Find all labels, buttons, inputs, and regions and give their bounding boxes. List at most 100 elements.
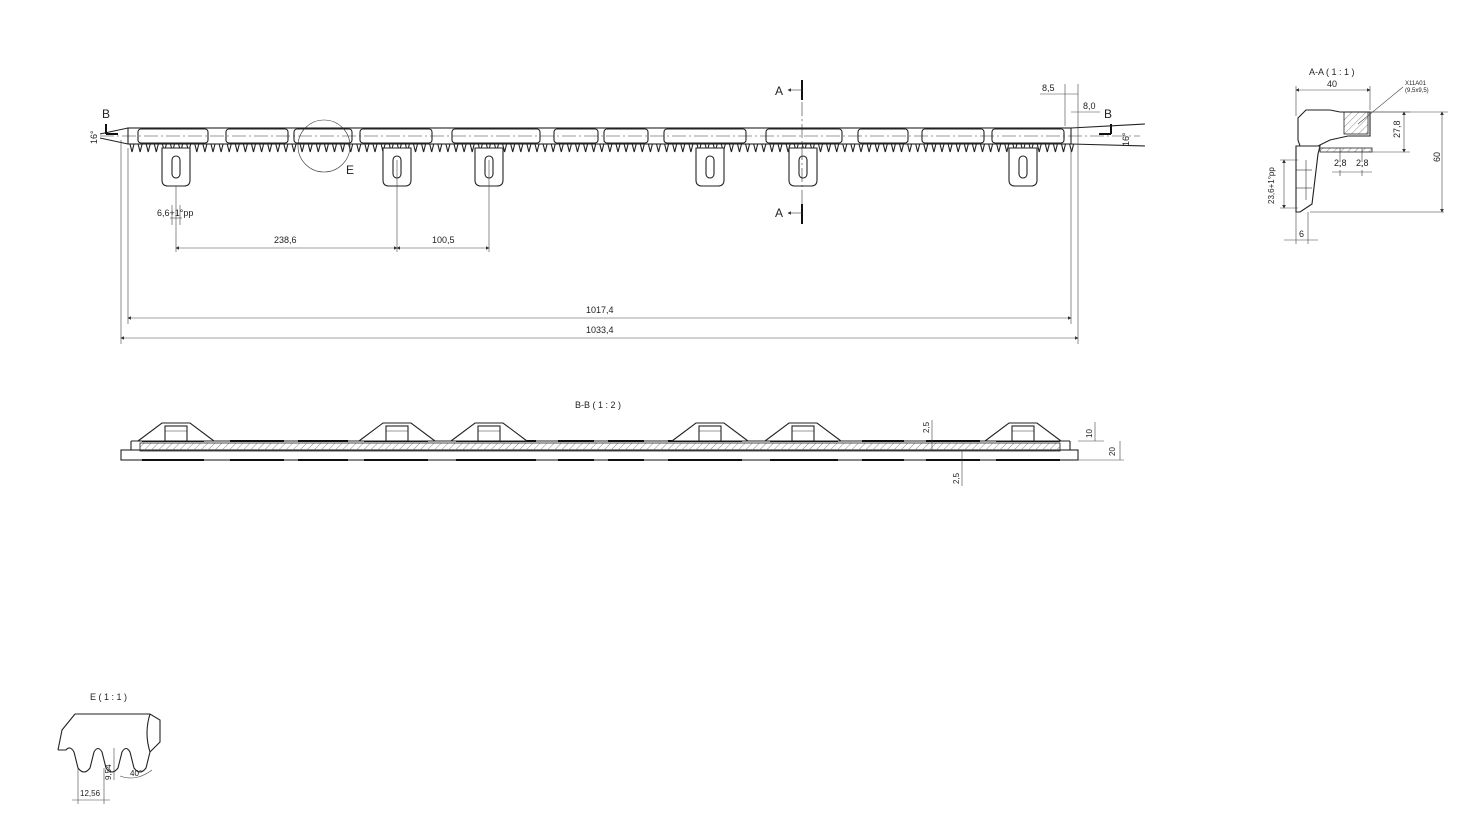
rack-segments — [137, 128, 1065, 144]
main-view: B B 16° 16° A A E 6,6+1°pp — [89, 80, 1146, 344]
bb-tab-body — [449, 422, 529, 442]
bb-height-inner-dim: 10 — [1085, 429, 1094, 438]
rack-segment — [137, 128, 209, 144]
bb-tab — [670, 422, 750, 442]
section-b-left: B — [102, 107, 118, 135]
bb-tab-body — [983, 422, 1063, 442]
rack-segment — [293, 128, 353, 144]
mounting-tab — [788, 147, 818, 187]
bb-tab-window — [791, 425, 815, 442]
section-aa-title: A-A ( 1 : 1 ) — [1309, 67, 1355, 77]
bb-tab-window — [164, 425, 188, 442]
rack-segment — [921, 128, 985, 144]
section-b-right-label: B — [1104, 107, 1112, 121]
mounting-tab — [695, 147, 725, 187]
right-offset-2-dim: 8,0 — [1083, 101, 1096, 111]
bb-tab-window — [698, 425, 722, 442]
left-taper — [99, 127, 129, 145]
section-b-left-label: B — [102, 107, 110, 121]
mounting-tab-slot — [798, 155, 808, 179]
mounting-tabs — [161, 147, 1038, 187]
bb-tab-body — [136, 422, 216, 442]
bb-bottom-wall-dim: 2,5 — [952, 472, 961, 484]
section-bb-title: B-B ( 1 : 2 ) — [575, 400, 621, 410]
rack-segment — [991, 128, 1065, 144]
bb-tab-window — [477, 425, 501, 442]
aa-width-dim: 40 — [1327, 79, 1337, 89]
angle-left-label: 16° — [89, 130, 99, 144]
bb-top-wall-dim: 2,5 — [922, 421, 931, 433]
aa-slot-a-dim: 2,8 — [1334, 158, 1347, 168]
aa-height-total-dim: 60 — [1432, 152, 1442, 162]
mounting-tab-body — [1008, 147, 1038, 187]
rack-body — [127, 127, 1072, 145]
detail-e-body — [57, 713, 161, 753]
angle-right-label: 16° — [1121, 132, 1131, 146]
bb-tab-body — [357, 422, 437, 442]
main-dimensions: 6,6+1°pp 238,6 100,5 1017,4 1033,4 8,5 8… — [120, 83, 1100, 344]
detail-e-view: E ( 1 : 1 ) 12,56 9,54 40° — [57, 692, 161, 804]
overall-length-dim: 1033,4 — [586, 325, 614, 335]
bb-tab-body — [670, 422, 750, 442]
detail-e-title: E ( 1 : 1 ) — [90, 692, 127, 702]
mounting-tab — [161, 147, 191, 187]
detail-e-tooth-height-dim: 9,54 — [104, 764, 113, 780]
rack-segment — [451, 128, 541, 144]
aa-tab — [1295, 145, 1321, 213]
right-taper — [1070, 123, 1146, 147]
rack-segment — [663, 128, 747, 144]
detail-e-dimensions: 12,56 9,54 40° — [72, 748, 153, 804]
bb-tab-body — [763, 422, 843, 442]
aa-dimensions: 40 X11A01 (9,5x9,5) 27,8 60 2,8 2,8 23,6… — [1267, 79, 1448, 244]
bb-body — [120, 449, 1079, 461]
bb-tab — [357, 422, 437, 442]
bb-tab-window — [385, 425, 409, 442]
rack-teeth — [128, 143, 1075, 153]
spacing-1-dim: 238,6 — [274, 235, 297, 245]
section-aa-view: A-A ( 1 : 1 ) 40 X11A01 (9,5x9,5) 27,8 6… — [1267, 67, 1448, 244]
section-a-bottom-label: A — [775, 206, 783, 220]
aa-tab-width-dim: 6 — [1299, 229, 1304, 239]
bb-tab — [449, 422, 529, 442]
rack-segment — [553, 128, 599, 144]
detail-e-mark: E — [346, 163, 354, 177]
mounting-tab-slot — [1018, 155, 1028, 179]
rack-segment — [765, 128, 843, 144]
rack-segment — [225, 128, 289, 144]
detail-e-circle — [297, 119, 351, 173]
mounting-tab-slot — [171, 155, 181, 179]
spacing-2-dim: 100,5 — [432, 235, 455, 245]
mounting-tab-body — [788, 147, 818, 187]
section-bb-view: B-B ( 1 : 2 ) 2,5 2,5 10 20 — [120, 400, 1124, 486]
bb-tab — [763, 422, 843, 442]
aa-slot-b-dim: 2,8 — [1356, 158, 1369, 168]
detail-e-cylinder — [146, 713, 151, 753]
detail-e-pitch-dim: 12,56 — [80, 789, 101, 798]
bb-height-total-dim: 20 — [1108, 447, 1117, 456]
aa-insert — [1343, 111, 1369, 135]
bb-core — [139, 442, 1061, 452]
bb-dimensions: 2,5 2,5 10 20 — [922, 420, 1124, 486]
section-b-right: B — [1099, 107, 1112, 135]
rack-segment — [857, 128, 909, 144]
aa-note-line1: X11A01 — [1405, 81, 1427, 87]
aa-note-line2: (9,5x9,5) — [1405, 88, 1429, 94]
bb-tab — [983, 422, 1063, 442]
rack-segment — [359, 128, 433, 144]
aa-tab-height-dim: 23,6+1°pp — [1267, 167, 1276, 204]
aa-height-inner-dim: 27,8 — [1392, 120, 1402, 138]
bb-tabs — [136, 422, 1063, 442]
bb-tab-window — [1011, 425, 1035, 442]
rack-segment — [603, 128, 649, 144]
mounting-tab-body — [161, 147, 191, 187]
inner-length-dim: 1017,4 — [586, 305, 614, 315]
mounting-tab — [1008, 147, 1038, 187]
detail-e-tooth-angle-dim: 40° — [130, 769, 142, 778]
detail-e-teeth — [58, 747, 151, 773]
mounting-tab-body — [695, 147, 725, 187]
bb-tab — [136, 422, 216, 442]
section-a-top-label: A — [775, 84, 783, 98]
right-offset-1-dim: 8,5 — [1042, 83, 1055, 93]
section-a-marks: A A — [775, 80, 803, 224]
